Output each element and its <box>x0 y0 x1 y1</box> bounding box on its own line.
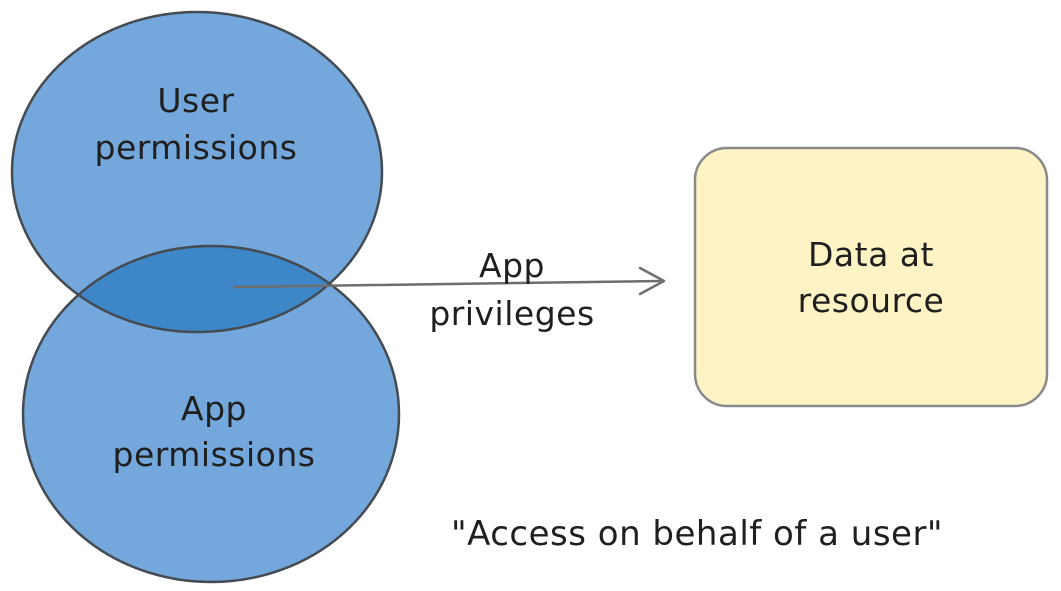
arrow-line <box>232 279 664 289</box>
resource-box <box>693 146 1049 408</box>
resource-box-label-line2: resource <box>798 281 945 320</box>
user-permissions-label-line1: User <box>157 81 234 120</box>
arrow-label-line2: privileges <box>429 294 594 333</box>
user-permissions-label-line2: permissions <box>95 128 298 167</box>
arrow-head-icon <box>638 266 666 296</box>
app-permissions-circle <box>23 246 399 582</box>
arrow-label-line1: App <box>479 246 545 285</box>
user-permissions-circle <box>12 12 382 332</box>
resource-box-label-line1: Data at <box>808 235 934 274</box>
caption: "Access on behalf of a user" <box>451 514 943 554</box>
app-permissions-label-line2: permissions <box>113 435 316 474</box>
app-permissions-outline <box>21 244 401 584</box>
app-permissions-label-line1: App <box>181 389 247 428</box>
user-permissions-outline <box>10 10 384 334</box>
